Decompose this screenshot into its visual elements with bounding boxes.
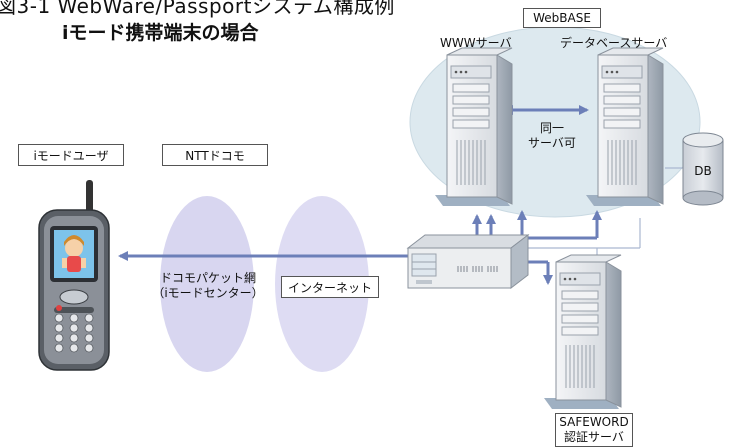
internet-label: インターネット: [281, 276, 379, 298]
same-server-note: 同一 サーバ可: [528, 121, 576, 150]
db-server-label: データベースサーバ: [560, 36, 668, 50]
safeword-server-icon: [544, 254, 622, 409]
imode-user-label: iモードユーザ: [18, 144, 124, 166]
safeword-label: SAFEWORD 認証サーバ: [555, 413, 633, 447]
db-server-icon: [586, 47, 664, 206]
router-icon: [406, 233, 530, 290]
figure-subtitle: iモード携帯端末の場合: [62, 22, 259, 44]
server-link-arrows: [503, 105, 602, 240]
database-icon: [682, 132, 724, 206]
ntt-docomo-label: NTTドコモ: [162, 144, 268, 166]
packet-network-label: ドコモパケット網 （iモードセンター）: [152, 271, 264, 300]
packet-network-ellipse: [160, 196, 254, 372]
db-label: DB: [694, 164, 712, 178]
figure-title: 図3-1 WebWare/Passportシステム構成例: [0, 0, 395, 18]
www-server-label: WWWサーバ: [440, 36, 512, 50]
www-server-icon: [435, 47, 513, 206]
webbase-label: WebBASE: [523, 8, 601, 28]
mobile-phone-icon: [38, 180, 110, 371]
